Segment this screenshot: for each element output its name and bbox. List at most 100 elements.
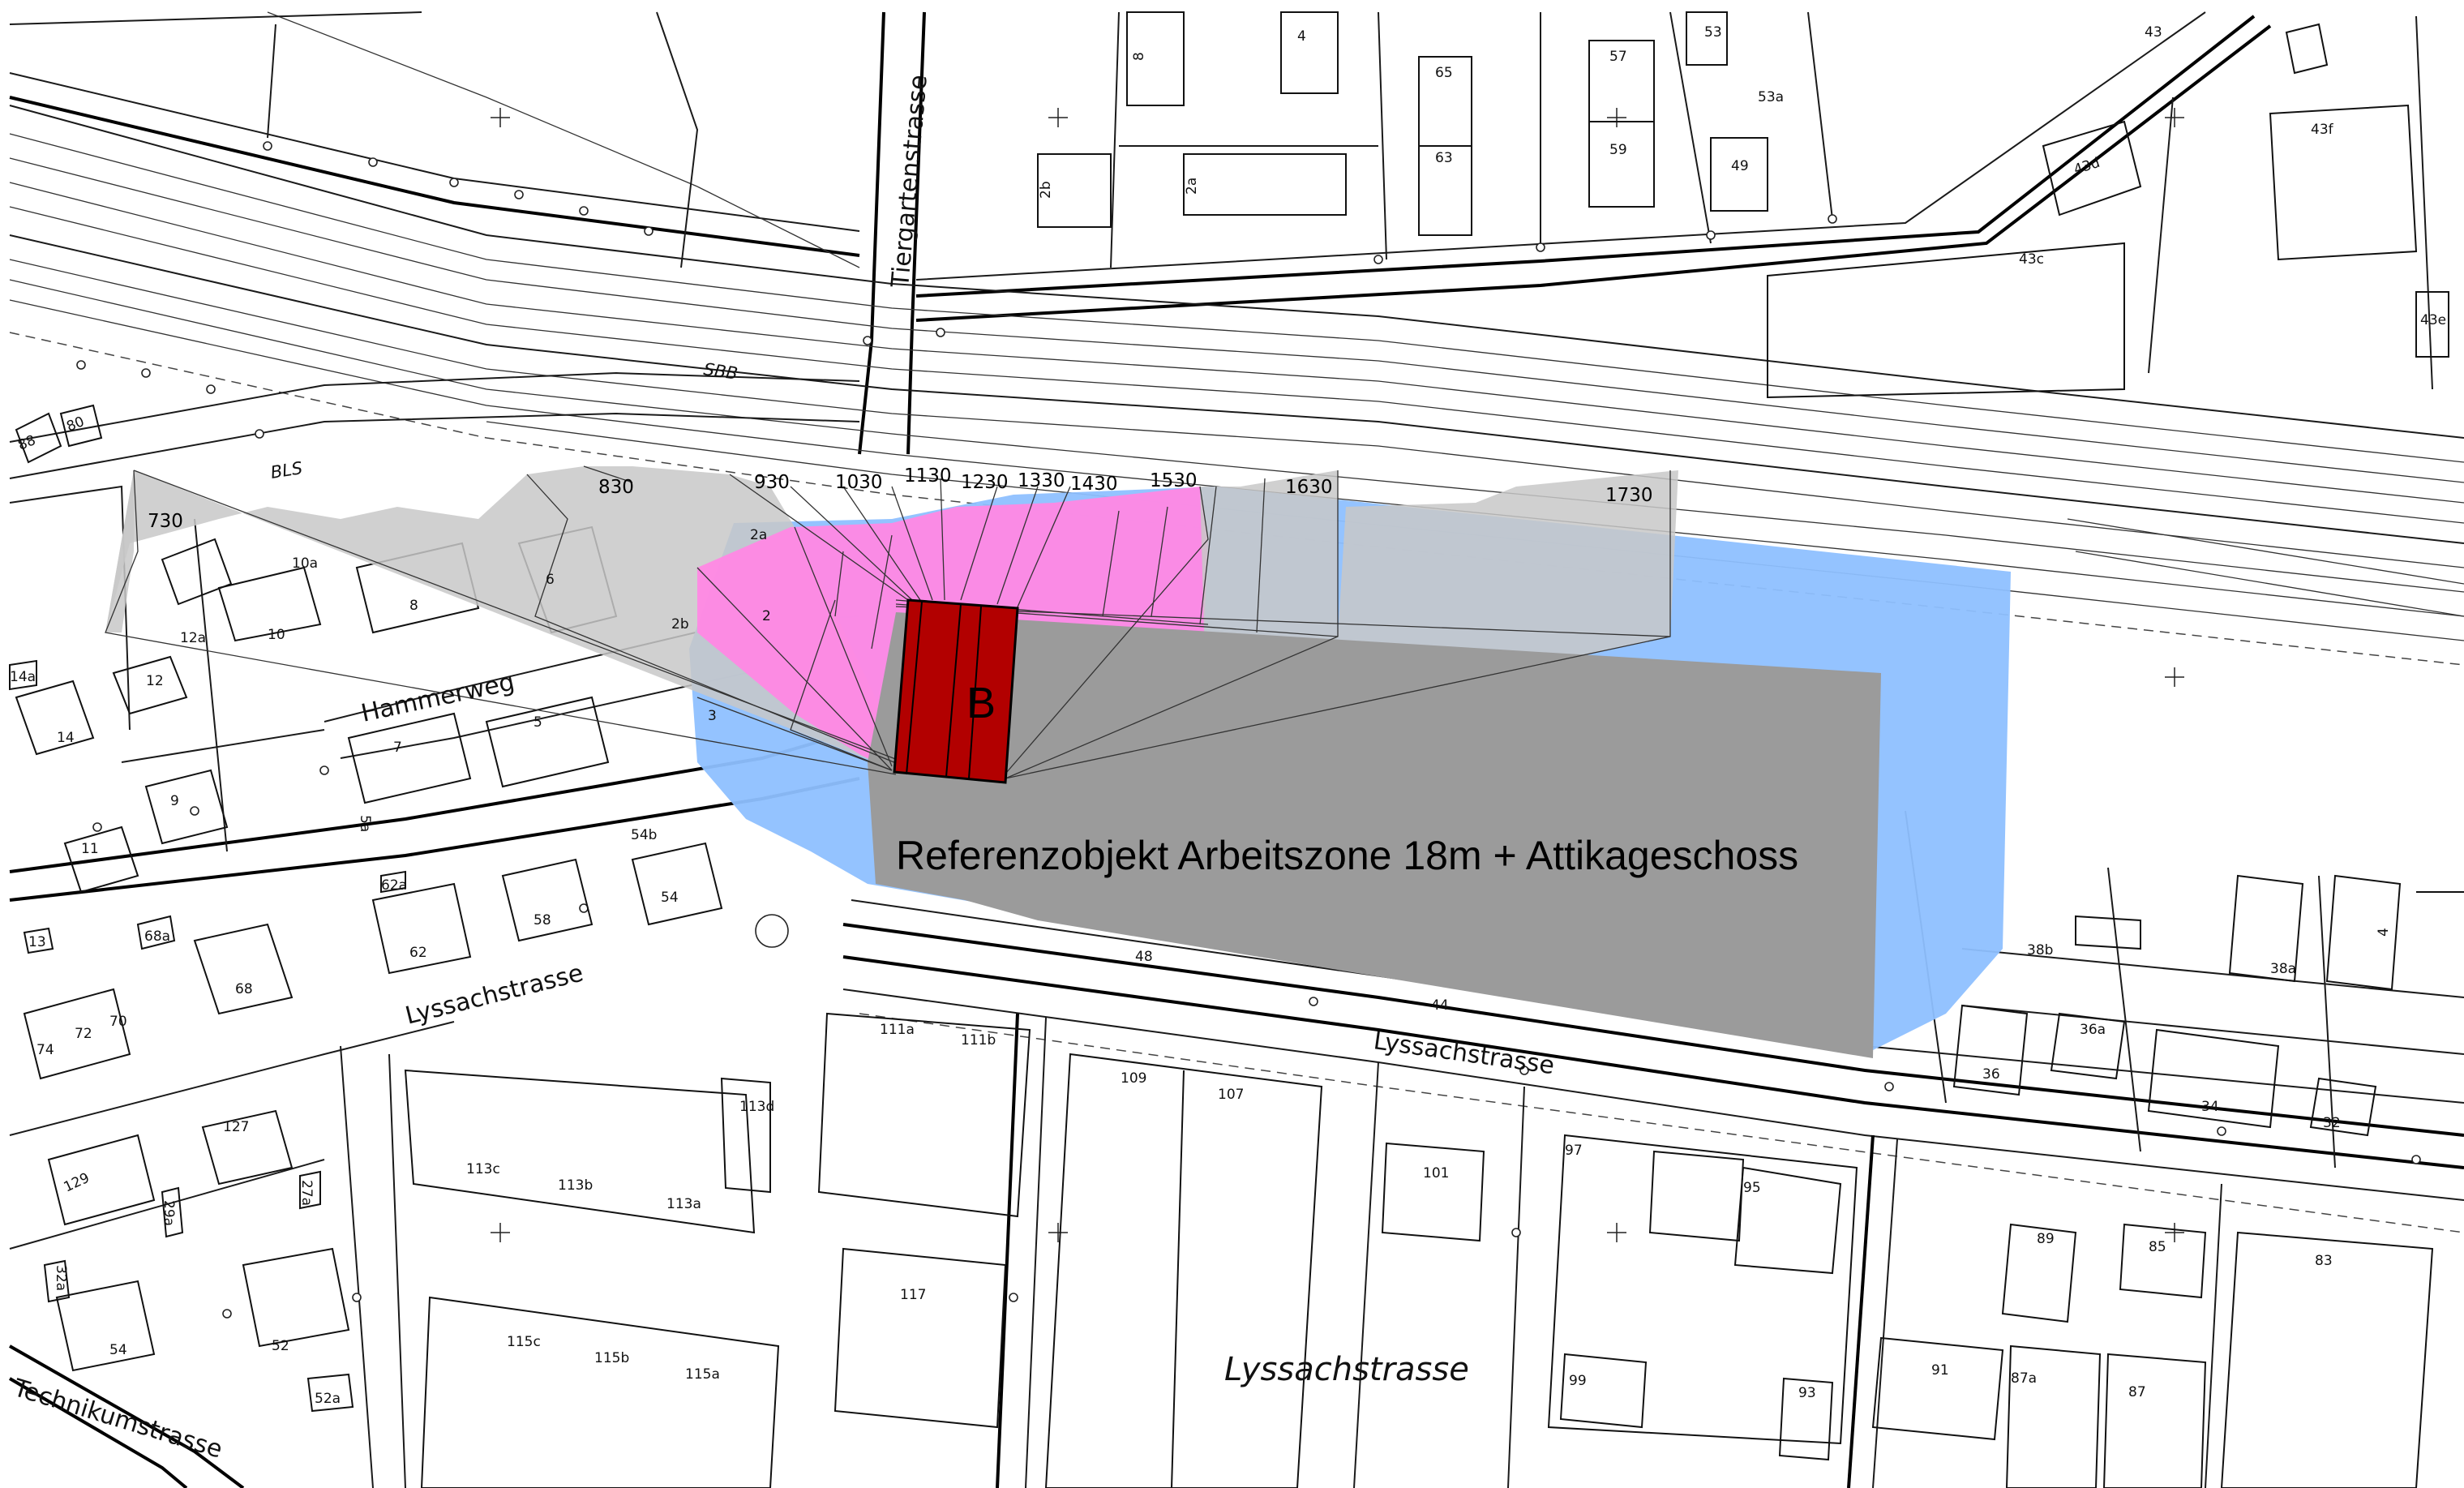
house-number: 89 — [2037, 1231, 2055, 1247]
house-number: 93 — [1798, 1385, 1816, 1401]
street-label-tiergartenstrasse: Tiergartenstrasse — [886, 74, 933, 289]
house-number: 10 — [268, 627, 285, 643]
house-number: 68a — [144, 928, 170, 945]
house-number: 59 — [1609, 142, 1627, 158]
house-number: 62a — [381, 877, 407, 894]
reference-object — [868, 612, 1881, 1058]
street-label-lyssachstrasse-center: Lyssachstrasse — [1372, 1027, 1556, 1080]
house-number: 83 — [2315, 1253, 2333, 1269]
house-number: 111a — [880, 1022, 915, 1038]
house-number: 2 — [762, 608, 771, 624]
house-number: 48 — [1135, 949, 1153, 965]
house-number: 8 — [409, 598, 418, 614]
house-number: 11 — [81, 841, 99, 857]
house-number: 91 — [1931, 1362, 1949, 1379]
house-number: 10a — [292, 555, 318, 572]
shadow-time-labels: 730 830 930 1030 1130 1230 1330 1430 153… — [148, 465, 1653, 532]
house-number: 54b — [631, 827, 657, 843]
house-number: 87a — [2011, 1370, 2037, 1387]
house-number: 113a — [666, 1196, 701, 1212]
time-label-1330: 1330 — [1018, 470, 1065, 491]
street-label-technikumstrasse: Technikumstrasse — [10, 1374, 226, 1464]
house-number: 62 — [409, 945, 427, 961]
house-number: 36a — [2080, 1022, 2106, 1038]
house-number: 4 — [1297, 28, 1306, 45]
house-number: 36 — [1982, 1066, 2000, 1083]
house-number: 52a — [315, 1391, 341, 1407]
house-number: 6 — [546, 572, 555, 588]
house-number: 2a — [1184, 178, 1200, 195]
time-label-1730: 1730 — [1605, 485, 1653, 506]
shadow-diagram — [105, 466, 2011, 1058]
house-number: 38b — [2027, 942, 2053, 958]
house-number: 107 — [1218, 1087, 1244, 1103]
time-label-1630: 1630 — [1285, 477, 1333, 498]
house-number: 43d — [2072, 155, 2102, 178]
time-label-1230: 1230 — [961, 472, 1009, 493]
house-number: 57 — [1609, 49, 1627, 65]
house-number: 14 — [57, 730, 75, 746]
rail-label-bls: BLS — [269, 458, 304, 482]
house-number: 97 — [1565, 1143, 1583, 1159]
house-number: 32 — [2323, 1115, 2341, 1131]
house-number: 52 — [272, 1338, 289, 1354]
house-number: 53a — [1758, 89, 1784, 105]
house-number: 109 — [1121, 1070, 1146, 1087]
house-number: 43e — [2420, 312, 2446, 328]
house-number: 13 — [28, 934, 46, 950]
house-number: 85 — [2149, 1239, 2166, 1255]
house-number: 2b — [671, 616, 689, 633]
house-number: 12a — [180, 630, 206, 646]
time-label-1530: 1530 — [1150, 470, 1198, 491]
house-number: 115a — [685, 1366, 720, 1383]
house-number: 5a — [357, 815, 373, 832]
house-number: 115c — [507, 1334, 541, 1350]
street-label-lyssachstrasse-south: Lyssachstrasse — [1224, 1351, 1469, 1388]
house-number: 113d — [739, 1099, 774, 1115]
house-number-labels: 8 4 65 63 57 59 53 53a 49 43 43f 43d 43c… — [10, 24, 2446, 1407]
house-number: 54 — [109, 1342, 127, 1358]
house-number: 43f — [2311, 122, 2334, 138]
street-label-hammerweg: Hammerweg — [358, 668, 516, 728]
house-number: 9 — [170, 793, 179, 809]
survey-nodes — [76, 141, 2421, 1319]
time-label-830: 830 — [598, 477, 634, 498]
house-number: 2b — [1038, 181, 1054, 199]
house-number: 99 — [1569, 1373, 1587, 1389]
house-number: 49 — [1731, 158, 1749, 174]
house-number: 14a — [10, 669, 36, 685]
house-number: 29a — [161, 1200, 177, 1226]
rail-label-sbb: SBB — [702, 359, 739, 384]
time-label-1130: 1130 — [904, 465, 952, 487]
house-number: 63 — [1435, 150, 1453, 166]
house-number: 4 — [2376, 928, 2392, 937]
house-number: 115b — [594, 1350, 629, 1366]
shadow-afternoon-gray — [1005, 470, 1338, 778]
house-number: 44 — [1431, 997, 1449, 1014]
house-number: 95 — [1743, 1180, 1761, 1196]
house-number: 2a — [750, 527, 767, 543]
house-number: 12 — [146, 673, 164, 689]
house-number: 5 — [534, 714, 542, 731]
house-number: 68 — [235, 981, 253, 997]
main-labels: B Referenzobjekt Arbeitszone 18m + Attik… — [269, 359, 1798, 878]
house-number: 65 — [1435, 65, 1453, 81]
reference-object-label: Referenzobjekt Arbeitszone 18m + Attikag… — [896, 833, 1798, 878]
time-label-930: 930 — [754, 472, 790, 493]
house-number: 74 — [36, 1042, 54, 1058]
house-number: 43 — [2145, 24, 2162, 41]
house-number: 113c — [466, 1161, 500, 1177]
house-number: 38a — [2270, 961, 2296, 977]
house-number: 27a — [298, 1180, 315, 1206]
house-number: 43c — [2019, 251, 2044, 268]
street-label-lyssachstrasse-west: Lyssachstrasse — [402, 958, 585, 1030]
building-b-label: B — [966, 679, 996, 727]
house-number: 72 — [75, 1026, 92, 1042]
house-number: 7 — [393, 740, 402, 756]
shadow-evening-gray — [1005, 470, 1678, 778]
time-label-1430: 1430 — [1070, 474, 1118, 495]
house-number: 111b — [961, 1032, 996, 1048]
building-b — [893, 598, 1019, 784]
